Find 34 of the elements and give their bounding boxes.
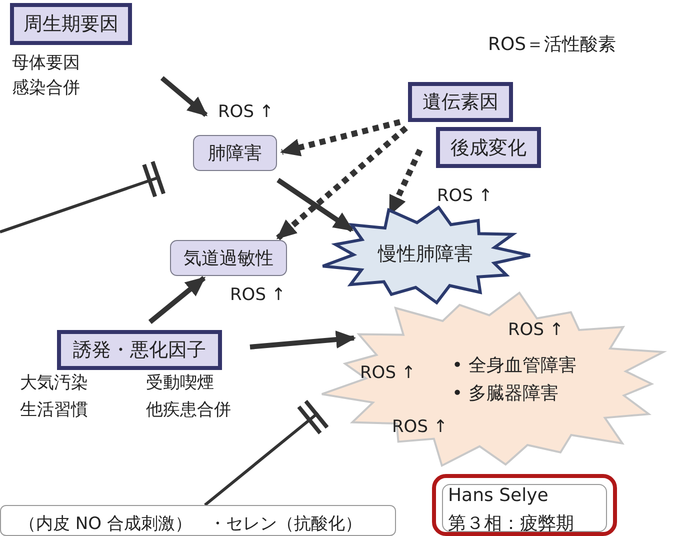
- inhibition-line: [0, 160, 166, 234]
- dotted-arrow: [276, 126, 408, 240]
- factor-box: 誘発・悪化因子: [57, 330, 222, 370]
- note-text: Hans Selye: [448, 484, 548, 508]
- ros-label: ROS ↑: [392, 416, 448, 438]
- ros-label: ROS ↑: [230, 284, 286, 306]
- arrow: [250, 330, 356, 350]
- factor-box: 遺伝素因: [408, 82, 513, 122]
- ros-label: ROS ↑: [360, 362, 416, 384]
- factor-box: 後成変化: [436, 127, 541, 168]
- factor-text: 大気汚染: [20, 372, 88, 394]
- process-box: 気道過敏性: [170, 240, 287, 276]
- bullet-item: • 多臓器障害: [452, 383, 558, 405]
- factor-text: 母体要因: [12, 52, 80, 74]
- inhibition-line: [204, 399, 330, 506]
- arrow: [148, 276, 206, 324]
- factor-box: 周生期要因: [10, 3, 132, 45]
- legend-note: ROS＝活性酸素: [488, 34, 616, 56]
- note-box: （内皮 NO 合成刺激） ・セレン（抗酸化）: [0, 505, 396, 536]
- arrow: [160, 76, 208, 117]
- note-box: [432, 474, 617, 536]
- ros-label: ROS ↑: [508, 319, 564, 341]
- node-label: 慢性肺障害: [378, 243, 473, 265]
- ros-label: ROS ↑: [218, 101, 274, 123]
- note-text: 第３相：疲弊期: [448, 512, 574, 536]
- factor-text: 他疾患合併: [146, 399, 231, 421]
- factor-text: 感染合併: [12, 77, 80, 99]
- dotted-arrow: [280, 119, 401, 156]
- factor-text: 受動喫煙: [146, 372, 214, 394]
- process-box: 肺障害: [193, 135, 277, 171]
- factor-text: 生活習慣: [20, 399, 88, 421]
- bullet-item: • 全身血管障害: [452, 355, 576, 377]
- ros-label: ROS ↑: [437, 185, 493, 207]
- arrow: [276, 178, 354, 232]
